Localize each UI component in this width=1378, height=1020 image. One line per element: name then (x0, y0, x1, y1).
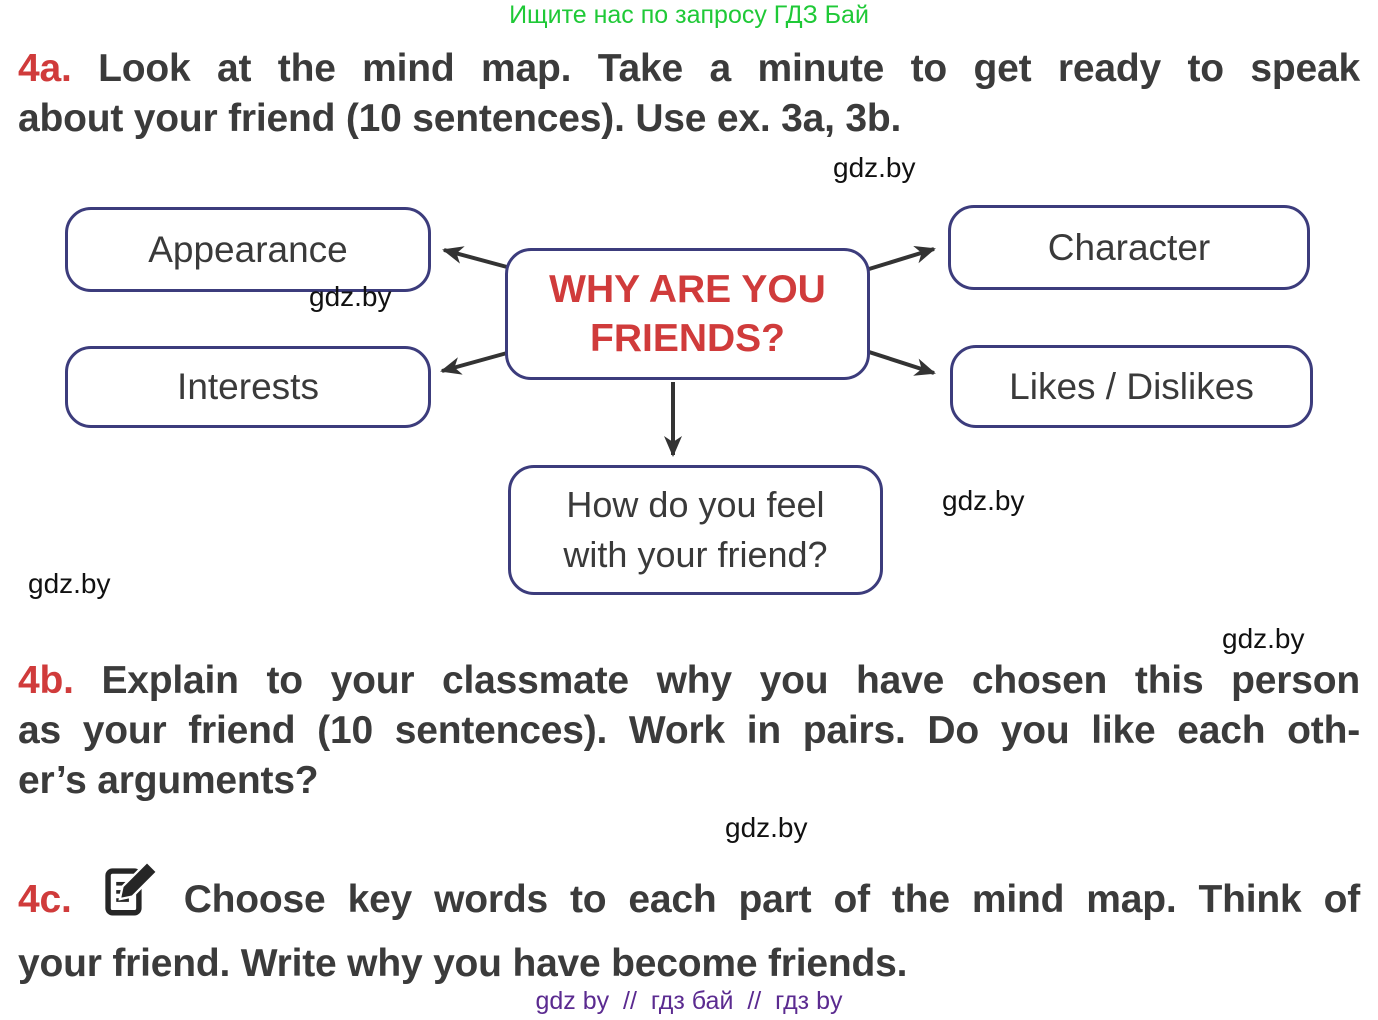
center-node-line-1: WHY ARE YOU (549, 268, 826, 311)
exercise-4b-line-2: as your friend (10 sentences). Work in p… (18, 709, 1360, 752)
exercise-4b-text: Explain to your classmate why you have c… (101, 659, 1360, 702)
arrow-to-interests (440, 351, 508, 375)
node-feelings-text: How do you feel with your friend? (563, 480, 827, 580)
watermark-appearance: gdz.by (309, 281, 392, 312)
promo-banner-text: Ищите нас по запросу ГДЗ Бай (509, 1, 869, 29)
exercise-4a: 4a. Look at the mind map. Take a minute … (18, 44, 1360, 144)
exercise-4a-line-1: 4a. Look at the mind map. Take a minute … (18, 44, 1360, 94)
exercise-4c-text: Choose key words to each part of the min… (183, 878, 1360, 921)
node-appearance-label: Appearance (148, 228, 348, 270)
exercise-4a-text: Look at the mind map. Take a minute to g… (98, 47, 1360, 90)
exercise-4b-line-3: er’s arguments? (18, 759, 319, 802)
exercise-4c-line-1: 4c. Choose key words to each part of the… (18, 860, 1360, 938)
exercise-4a-number: 4a. (18, 47, 72, 90)
arrow-to-character (868, 245, 936, 271)
watermark-center: gdz.by (725, 812, 808, 843)
watermark-feelings: gdz.by (942, 485, 1025, 516)
node-interests-label: Interests (177, 366, 319, 407)
writing-notepad-pen-icon (98, 860, 159, 934)
mind-map-node-feelings: How do you feel with your friend? (508, 465, 883, 595)
center-node-text: WHY ARE YOU FRIENDS? (549, 265, 826, 363)
exercise-4c: 4c. Choose key words to each part of the… (18, 860, 1360, 990)
exercise-4b: 4b. Explain to your classmate why you ha… (18, 656, 1360, 806)
exercise-4b-line-1: 4b. Explain to your classmate why you ha… (18, 656, 1360, 706)
watermark-right: gdz.by (1222, 623, 1305, 654)
watermark-left: gdz.by (28, 568, 111, 599)
mind-map-diagram: Appearance Character Interests Likes / D… (0, 205, 1378, 605)
mind-map-node-appearance: Appearance (65, 207, 431, 292)
exercise-4c-number: 4c. (18, 878, 72, 921)
exercise-4a-line-2: about your friend (10 sentences). Use ex… (18, 97, 902, 140)
mind-map-node-likes-dislikes: Likes / Dislikes (950, 345, 1313, 428)
node-character-label: Character (1047, 226, 1211, 268)
arrow-to-appearance (442, 246, 508, 269)
mind-map-center-node: WHY ARE YOU FRIENDS? (505, 248, 870, 380)
mind-map-node-interests: Interests (65, 346, 431, 428)
watermark-top: gdz.by (833, 152, 916, 183)
node-likes-dislikes-label: Likes / Dislikes (1009, 365, 1254, 407)
arrow-to-likes-dislikes (868, 350, 936, 376)
node-feelings-line-2: with your friend? (563, 534, 828, 575)
exercise-4c-line-2: your friend. Write why you have become f… (18, 942, 908, 985)
node-feelings-line-1: How do you feel (566, 484, 825, 525)
mind-map-arrows (440, 245, 936, 457)
center-node-line-2: FRIENDS? (590, 317, 785, 360)
mind-map-node-character: Character (948, 205, 1310, 290)
exercise-4b-number: 4b. (18, 659, 74, 702)
footer-search-terms: gdz by // гдз бай // гдз by (535, 987, 843, 1015)
